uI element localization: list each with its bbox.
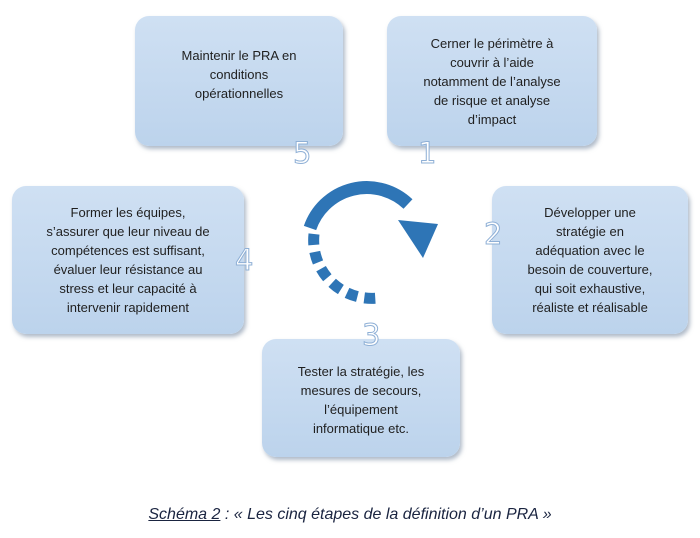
caption-text: : « Les cinq étapes de la définition d’u… <box>220 506 552 523</box>
figure-caption: Schéma 2 : « Les cinq étapes de la défin… <box>0 506 700 524</box>
step-5-box: Maintenir le PRA en conditions opération… <box>135 16 343 146</box>
step-2-number: 2 <box>483 217 503 251</box>
step-3-text: Tester la stratégie, les mesures de seco… <box>297 364 425 436</box>
step-4-number: 4 <box>234 243 254 277</box>
cycle-arrow-icon <box>303 181 438 304</box>
cycle-arrow-dashes <box>308 233 379 304</box>
step-1-box: Cerner le périmètre à couvrir à l’aide n… <box>387 16 597 146</box>
step-3-box: Tester la stratégie, les mesures de seco… <box>262 339 460 457</box>
step-5-number: 5 <box>292 136 312 170</box>
caption-label: Schéma 2 <box>148 506 221 523</box>
cycle-arrow-head <box>398 220 438 258</box>
step-5-text: Maintenir le PRA en conditions opération… <box>181 48 297 101</box>
step-2-text: Développer une stratégie en adéquation a… <box>527 205 653 315</box>
step-4-text: Former les équipes, s’assurer que leur n… <box>46 205 210 315</box>
step-4-box: Former les équipes, s’assurer que leur n… <box>12 186 244 334</box>
step-3-number: 3 <box>361 318 381 352</box>
step-1-number: 1 <box>417 136 437 170</box>
cycle-arrow-arc <box>303 181 413 231</box>
step-2-box: Développer une stratégie en adéquation a… <box>492 186 688 334</box>
step-1-text: Cerner le périmètre à couvrir à l’aide n… <box>423 35 561 127</box>
